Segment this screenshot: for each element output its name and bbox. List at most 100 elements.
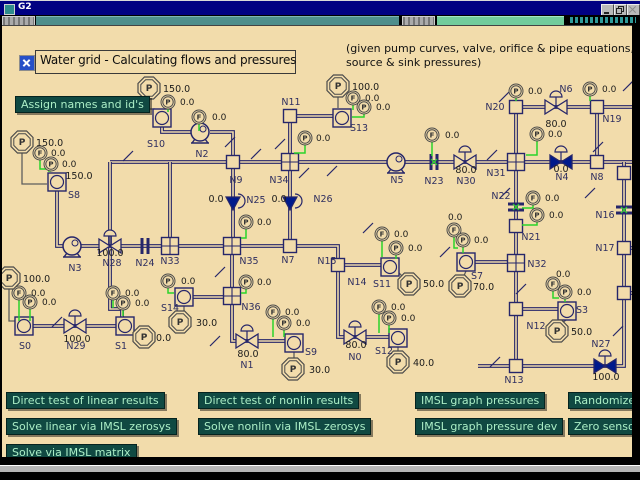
button-assign-names[interactable]: Assign names and id's [15,96,150,113]
check-valve-n25[interactable] [224,193,246,212]
junction-n15[interactable] [330,257,346,273]
junction-n20[interactable] [508,99,524,115]
junction-n7[interactable] [282,238,298,254]
junction-n33[interactable] [160,236,180,256]
junction-n8[interactable] [589,154,605,170]
node-s9[interactable] [284,333,304,353]
junction-n31[interactable] [506,152,526,172]
node-s8[interactable] [47,172,67,192]
junction-n35[interactable] [222,236,242,256]
valve-n27[interactable] [593,349,617,375]
junction-n12[interactable] [508,301,524,317]
junction-n19[interactable] [589,99,605,115]
node-s10[interactable] [152,108,172,128]
workspace-close-button[interactable] [19,55,35,71]
pump-n5[interactable] [386,152,406,174]
valve-n1[interactable] [235,324,259,350]
pump-n2[interactable] [190,122,210,144]
button-randomize-sc[interactable]: Randomize sc [568,392,632,409]
button-imsl-graph-pressures[interactable]: IMSL graph pressures [415,392,546,409]
button-solve-linear-via-imsl-zerosys[interactable]: Solve linear via IMSL zerosys [6,418,177,435]
valve-n6[interactable] [544,90,568,116]
valve-n29[interactable] [63,309,87,335]
node-s13[interactable] [332,108,352,128]
flow-sensor[interactable]: F0.0 [545,270,571,299]
button-zero-sensor-b[interactable]: Zero sensor b [568,418,632,435]
junction-n21[interactable] [508,218,524,234]
flow-sensor[interactable]: F0.0 [446,213,463,249]
node-s1[interactable] [115,316,135,336]
junction-n13[interactable] [508,358,524,374]
valve-n30[interactable] [453,145,477,171]
orifice-n16[interactable] [616,205,632,215]
node-s0[interactable] [14,316,34,336]
node-s11[interactable] [380,257,400,277]
display-connector [133,329,139,335]
node-s7[interactable] [456,252,476,272]
junction-n11[interactable] [282,108,298,124]
valve-n28[interactable] [98,229,122,255]
orifice-n23[interactable] [429,154,439,170]
junction-n34[interactable] [280,152,300,172]
valve-n0[interactable] [343,320,367,346]
node-s12[interactable] [388,328,408,348]
button-direct-test-of-linear-results[interactable]: Direct test of linear results [6,392,165,409]
button-direct-test-of-nonlin-results[interactable]: Direct test of nonlin results [198,392,360,409]
junction-n17[interactable] [616,240,632,256]
node-s14[interactable] [174,287,194,307]
junction-n32[interactable] [506,253,526,273]
junction-n36[interactable] [222,286,242,306]
junction-n18[interactable] [616,165,632,181]
junction-n18b[interactable] [616,285,632,301]
button-solve-via-imsl-matrix[interactable]: Solve via IMSL matrix [6,444,137,458]
check-valve-n26[interactable] [281,193,303,212]
node-s3[interactable] [557,301,577,321]
pump-n3[interactable] [62,236,82,258]
junction-n9[interactable] [225,154,241,170]
orifice-n24[interactable] [140,238,150,254]
orifice-n22[interactable] [508,202,524,212]
button-imsl-graph-pressure-dev[interactable]: IMSL graph pressure dev [415,418,564,435]
valve-n4[interactable] [549,145,573,171]
svg-text:0.0: 0.0 [391,303,406,313]
button-solve-nonlin-via-imsl-zerosys[interactable]: Solve nonlin via IMSL zerosys [198,418,372,435]
